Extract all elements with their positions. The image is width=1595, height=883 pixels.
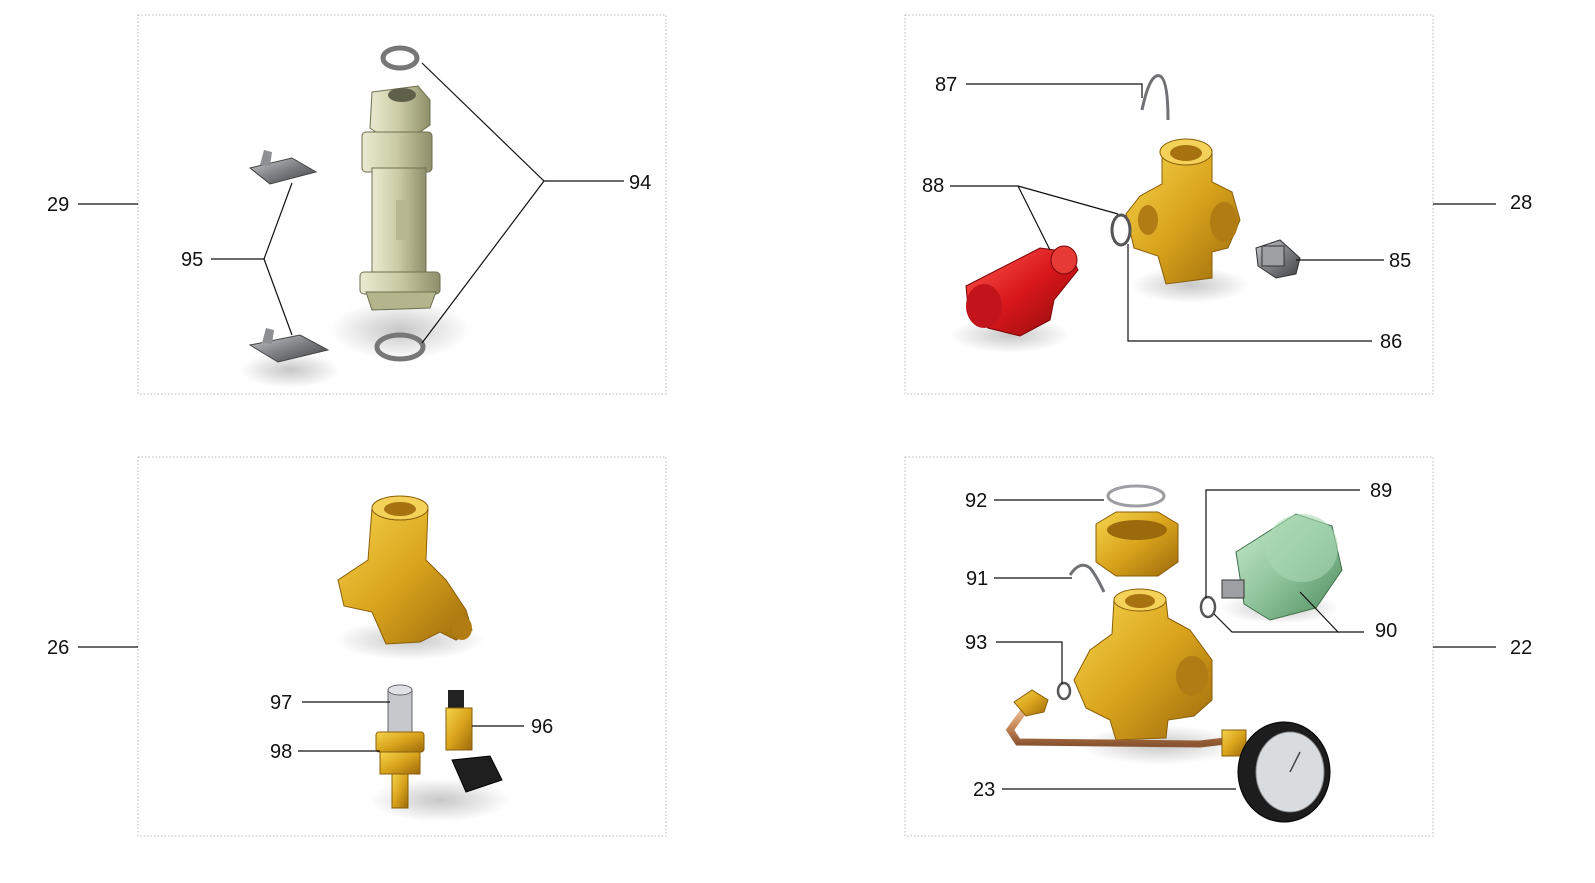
part-label-93: 93 [965,632,987,654]
brass-valve-body [1125,138,1241,285]
small-o-ring [1056,681,1072,701]
clip-top [248,157,318,185]
shadow [240,352,340,388]
part-label-95: 95 [181,249,203,271]
panel-bottom-left: 26 97 98 96 [47,456,667,837]
leader-93 [996,641,1063,684]
drain-tap [445,690,503,793]
brass-nut [1095,511,1179,577]
leader-95-b [263,258,293,336]
part-label-94: 94 [629,172,651,194]
part-label-92: 92 [965,490,987,512]
filter-cartridge [359,85,441,311]
part-label-86: 86 [1380,331,1402,353]
leader-90 [1213,591,1340,633]
leader-88-a [950,185,1051,251]
shadow [1130,267,1250,303]
copper-pipe [1005,704,1238,748]
part-label-85: 85 [1389,250,1411,272]
pressure-gauge [1221,721,1331,823]
clip-top-tab [260,150,272,166]
part-label-91: 91 [966,568,988,590]
leader-87 [966,83,1143,98]
part-label-88: 88 [922,175,944,197]
part-label-23: 23 [973,779,995,801]
spring-clip [1140,74,1170,121]
part-label-87: 87 [935,74,957,96]
part-label-90: 90 [1375,620,1397,642]
panel-bottom-right: 22 [904,456,1532,837]
red-valve-cap [965,245,1079,337]
part-label-96: 96 [531,716,553,738]
part-label-98: 98 [270,741,292,763]
leader-94-b [421,180,545,344]
o-ring [1110,213,1132,247]
group-label-22: 22 [1510,637,1532,659]
spring-clip [1068,563,1106,593]
brass-manifold [1073,588,1213,741]
pipe-nut [1013,689,1049,717]
part-label-89: 89 [1370,480,1392,502]
leader-88-b [1017,185,1119,215]
clip-bottom-tab [262,328,274,344]
retaining-ring [1106,484,1166,508]
group-label-29: 29 [47,194,69,216]
group-label-28: 28 [1510,192,1532,214]
leader-89 [1205,489,1360,598]
group-label-26: 26 [47,637,69,659]
panel-top-right: 28 87 88 85 [904,14,1532,395]
shadow [330,300,470,360]
vessel-o-ring [1199,595,1217,619]
brass-housing [337,495,473,645]
temperature-sensor [375,684,425,809]
part-label-97: 97 [270,692,292,714]
o-ring-top [380,45,420,71]
leader-95-a [211,182,293,260]
expansion-vessel [1221,513,1343,621]
leader-94-a [421,62,624,182]
leader-86 [1127,244,1372,342]
o-ring-bottom [374,332,426,362]
grey-fitting [1255,239,1301,279]
panel-top-left: 29 94 95 [47,14,667,395]
